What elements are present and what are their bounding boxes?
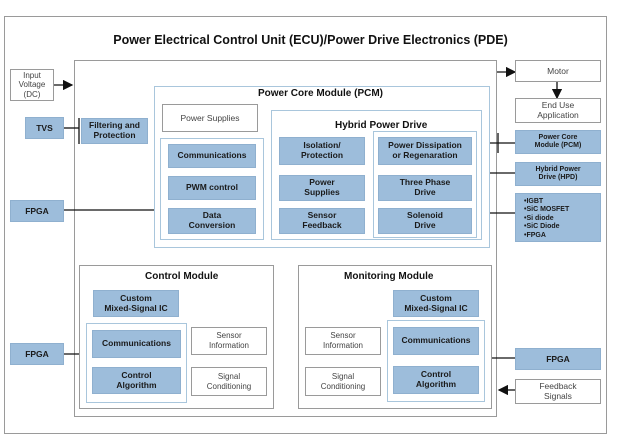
pcm-power-supplies: Power Supplies — [162, 104, 258, 132]
input-voltage-box: Input Voltage (DC) — [10, 69, 54, 101]
component-item: SiC MOSFET — [524, 206, 600, 214]
hpd-sensor-feedback: Sensor Feedback — [279, 208, 365, 234]
hpd-isolation-protection: Isolation/ Protection — [279, 137, 365, 165]
monitoring-custom-ic: Custom Mixed-Signal IC — [393, 290, 479, 317]
monitoring-communications: Communications — [393, 327, 479, 355]
control-communications: Communications — [92, 330, 181, 358]
hpd-three-phase-drive: Three Phase Drive — [378, 175, 472, 201]
end-use-application-box: End Use Application — [515, 98, 601, 123]
pcm-communications: Communications — [168, 144, 256, 168]
pcm-output-box: Power Core Module (PCM) — [515, 130, 601, 154]
control-sensor-information: Sensor Information — [191, 327, 267, 355]
hpd-power-dissipation: Power Dissipation or Regenaration — [378, 137, 472, 165]
fpga-right-box: FPGA — [515, 348, 601, 370]
hpd-title: Hybrid Power Drive — [335, 120, 428, 131]
component-item: FPGA — [524, 232, 600, 240]
control-module-title: Control Module — [145, 271, 219, 282]
hpd-power-supplies: Power Supplies — [279, 175, 365, 201]
tvs-box: TVS — [25, 117, 64, 139]
control-signal-conditioning: Signal Conditioning — [191, 367, 267, 396]
diagram-title: Power Electrical Control Unit (ECU)/Powe… — [113, 33, 508, 47]
monitoring-module-title: Monitoring Module — [344, 271, 434, 282]
pcm-data-conversion: Data Conversion — [168, 208, 256, 234]
monitoring-signal-conditioning: Signal Conditioning — [305, 367, 381, 396]
hpd-solenoid-drive: Solenoid Drive — [378, 208, 472, 234]
motor-box: Motor — [515, 60, 601, 82]
pcm-pwm-control: PWM control — [168, 176, 256, 200]
fpga-left-top-box: FPGA — [10, 200, 64, 222]
component-list-box: IGBT SiC MOSFET Si diode SiC Diode FPGA — [515, 193, 601, 242]
component-item: IGBT — [524, 198, 600, 206]
filtering-protection-box: Filtering and Protection — [81, 118, 148, 144]
component-item: SiC Diode — [524, 223, 600, 231]
feedback-signals-box: Feedback Signals — [515, 379, 601, 404]
hpd-output-box: Hybrid Power Drive (HPD) — [515, 162, 601, 186]
fpga-left-bottom-box: FPGA — [10, 343, 64, 365]
control-custom-ic: Custom Mixed-Signal IC — [93, 290, 179, 317]
component-item: Si diode — [524, 215, 600, 223]
pcm-title: Power Core Module (PCM) — [258, 88, 384, 99]
monitoring-control-algorithm: Control Algorithm — [393, 366, 479, 394]
control-control-algorithm: Control Algorithm — [92, 367, 181, 394]
monitoring-sensor-information: Sensor Information — [305, 327, 381, 355]
